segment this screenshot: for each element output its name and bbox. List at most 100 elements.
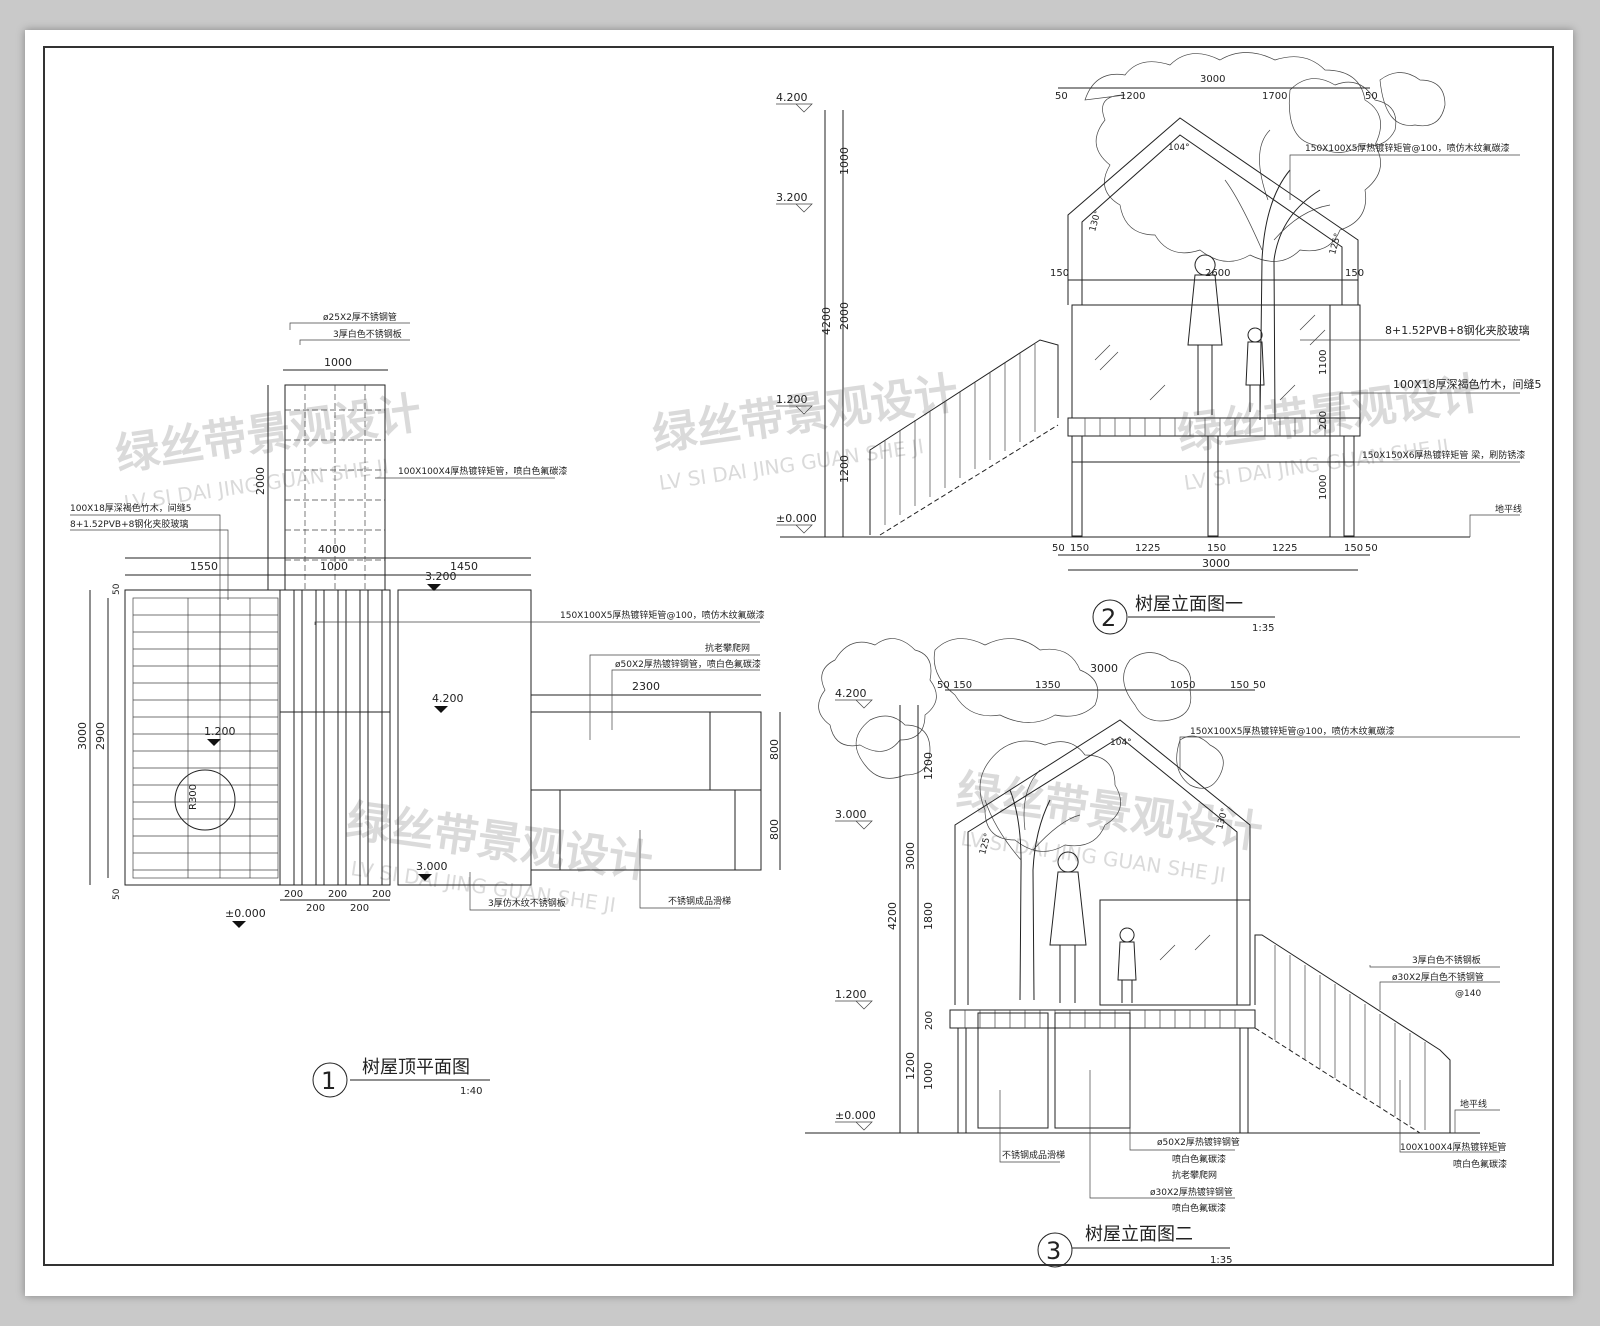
elev2-note-1: 150X100X5厚热镀锌矩管@100，喷仿木纹氟碳漆: [1190, 725, 1395, 737]
elev1-middim-a: 150: [1050, 268, 1069, 279]
elev2-drawing: 1200 3000 4200 1800 200 1200 1000 4.200 …: [805, 638, 1520, 1268]
elev1-note-4: 150X150X6厚热镀锌矩管 梁，刷防锈漆: [1362, 449, 1525, 461]
elev1-stair-rail: [869, 339, 1059, 535]
plan-note-wood100: 100X18厚深褐色竹木，间缝5: [70, 502, 192, 514]
elev2-dim-4200: 4200: [886, 902, 899, 930]
elev1-child-figure: [1245, 327, 1265, 412]
plan-level-4200: 4.200: [432, 692, 464, 705]
elev2-level-4200: 4.200: [835, 687, 867, 700]
elev2-note-8: ø30X2厚热镀锌钢管: [1150, 1186, 1233, 1198]
elev2-note-3b: @140: [1455, 989, 1481, 999]
elev1-bdim-total: 3000: [1202, 557, 1230, 570]
plan-level-3200: 3.200: [425, 570, 457, 583]
plan-note-tube25: ø25X2厚不锈钢管: [323, 311, 397, 323]
elev2-dim-1000: 1000: [922, 1062, 935, 1090]
elev2-climbing-net: [1054, 1012, 1131, 1129]
elev2-note-5: 100X100X4厚热镀锌矩管: [1400, 1141, 1506, 1153]
elev2-notes: 150X100X5厚热镀锌矩管@100，喷仿木纹氟碳漆 3厚白色不锈钢板 ø30…: [999, 725, 1520, 1214]
plan-r300: R300: [188, 784, 199, 810]
elev2-level-1200: 1.200: [835, 988, 867, 1001]
elev2-leg-left: [957, 1027, 967, 1134]
elev2-level-3000: 3.000: [835, 808, 867, 821]
elev1-levels: 4.200 3.200 1.200 ±0.000: [776, 91, 817, 534]
elev1-topdim-e: 50: [1365, 91, 1378, 102]
plan-dim-1450: 1450: [450, 560, 478, 573]
plan-number-circle: [312, 1062, 348, 1098]
elev1-bdim-f: 150: [1344, 543, 1363, 554]
elev1-bdim-b: 150: [1070, 543, 1089, 554]
plan-scale: 1:40: [460, 1086, 482, 1097]
plan-notes: ø25X2厚不锈钢管 3厚白色不锈钢板 100X100X4厚热镀锌矩管，喷白色氟…: [70, 311, 765, 911]
elev1-level-0: ±0.000: [776, 512, 817, 525]
elev1-bdim-g: 50: [1365, 543, 1378, 554]
plan-dim-2900: 2900: [94, 722, 107, 750]
elev2-dim-1200: 1200: [922, 752, 935, 780]
elev2-level-0: ±0.000: [835, 1109, 876, 1122]
elev1-bdim-c: 1225: [1135, 543, 1160, 554]
elev2-stair-rail: [1254, 934, 1451, 1133]
elev2-adult-figure: [1049, 851, 1087, 1003]
elev1-drawing: 1000 2000 4200 1200 4.200 3.200 1.200 ±0…: [776, 52, 1542, 635]
plan-dim-800b: 800: [768, 819, 781, 840]
elev1-notes: 150X100X5厚热镀锌矩管@100，喷仿木纹氟碳漆 8+1.52PVB+8钢…: [1289, 142, 1542, 537]
plan-deck-inner: [132, 597, 279, 879]
elev2-roof-outer: [954, 719, 1251, 1005]
plan-dim-50a: 50: [112, 583, 122, 595]
elev1-leg-right: [1343, 435, 1355, 537]
elev2-title: 树屋立面图二: [1085, 1224, 1193, 1245]
elev1-dim-1200: 1200: [838, 455, 851, 483]
plan-level-3000: 3.000: [416, 860, 448, 873]
elev2-slide-panel: [977, 1012, 1049, 1129]
elev1-deck-boards: [1084, 418, 1341, 436]
elev1-topdim-b: 1200: [1120, 91, 1145, 102]
elev2-topdim-b: 150: [953, 680, 972, 691]
plan-dim-800a: 800: [768, 739, 781, 760]
plan-dim-200b: 200: [328, 889, 347, 900]
elev1-tree-trunk: [1259, 169, 1321, 421]
elev2-number-circle: [1037, 1232, 1073, 1268]
plan-dim-3000: 3000: [76, 722, 89, 750]
elev2-note-7b: 喷白色氟碳漆: [1172, 1153, 1226, 1165]
elev2-roof-inner: [967, 736, 1238, 1005]
plan-note-glass: 8+1.52PVB+8钢化夹胶玻璃: [70, 518, 188, 530]
elev2-dim-200: 200: [924, 1011, 935, 1030]
elev1-middim-b: 2600: [1205, 268, 1230, 279]
elev1-dim-1000: 1000: [838, 147, 851, 175]
plan-dim-200c: 200: [372, 889, 391, 900]
plan-note-slide: 不锈钢成品滑梯: [668, 895, 731, 907]
plan-note-tube150: 150X100X5厚热镀锌矩管@100，喷仿木纹氟碳漆: [560, 609, 765, 621]
elev2-note-3: ø30X2厚白色不锈钢管: [1392, 971, 1484, 983]
elev1-angle-130: 130°: [1088, 209, 1103, 233]
plan-climbing-net: [530, 711, 762, 791]
watermark-group: 绿丝带景观设计 LV SI DAI JING GUAN SHE JI 绿丝带景观…: [112, 368, 1486, 918]
elev1-bdim-a: 50: [1052, 543, 1065, 554]
plan-title: 树屋顶平面图: [362, 1057, 470, 1078]
elev1-angle-104: 104°: [1168, 143, 1190, 153]
elev2-note-5b: 喷白色氟碳漆: [1453, 1158, 1507, 1170]
elev2-note-2: 3厚白色不锈钢板: [1412, 954, 1481, 966]
elev1-roof-inner: [1081, 134, 1343, 305]
elev2-topdim-d: 3000: [1090, 662, 1118, 675]
elev1-adult-figure: [1187, 254, 1223, 415]
elev1-scale: 1:35: [1252, 623, 1274, 634]
plan-note-tube100: 100X100X4厚热镀锌矩管，喷白色氟碳漆: [398, 465, 567, 477]
elev1-tree-canopy: [1084, 52, 1446, 262]
elev1-bdim-e: 1225: [1272, 543, 1297, 554]
elev1-leg-mid: [1207, 435, 1219, 537]
elev1-level-1200: 1.200: [776, 393, 808, 406]
plan-tree-hole: [174, 769, 236, 831]
elev1-angle-125: 125°: [1328, 232, 1343, 256]
elev1-note-5: 地平线: [1495, 503, 1522, 515]
elev1-number-circle: [1092, 599, 1128, 635]
plan-levels: 3.200 4.200 1.200 3.000 ±0.000: [204, 570, 464, 928]
elev1-note-2: 8+1.52PVB+8钢化夹胶玻璃: [1385, 323, 1530, 337]
elev1-dim-1100: 1100: [1318, 350, 1329, 375]
elev2-dim-3000: 3000: [904, 842, 917, 870]
elev1-roof-outer: [1067, 117, 1359, 305]
plan-dim-1000-top-label: 1000: [324, 356, 352, 369]
elev2-glass: [1099, 899, 1251, 1006]
elev2-topdim-a: 50: [937, 680, 950, 691]
elev1-note-3: 100X18厚深褐色竹木，间缝5: [1393, 377, 1542, 391]
elev2-child-figure: [1117, 927, 1137, 1003]
elev1-stair-string: [879, 424, 1059, 536]
